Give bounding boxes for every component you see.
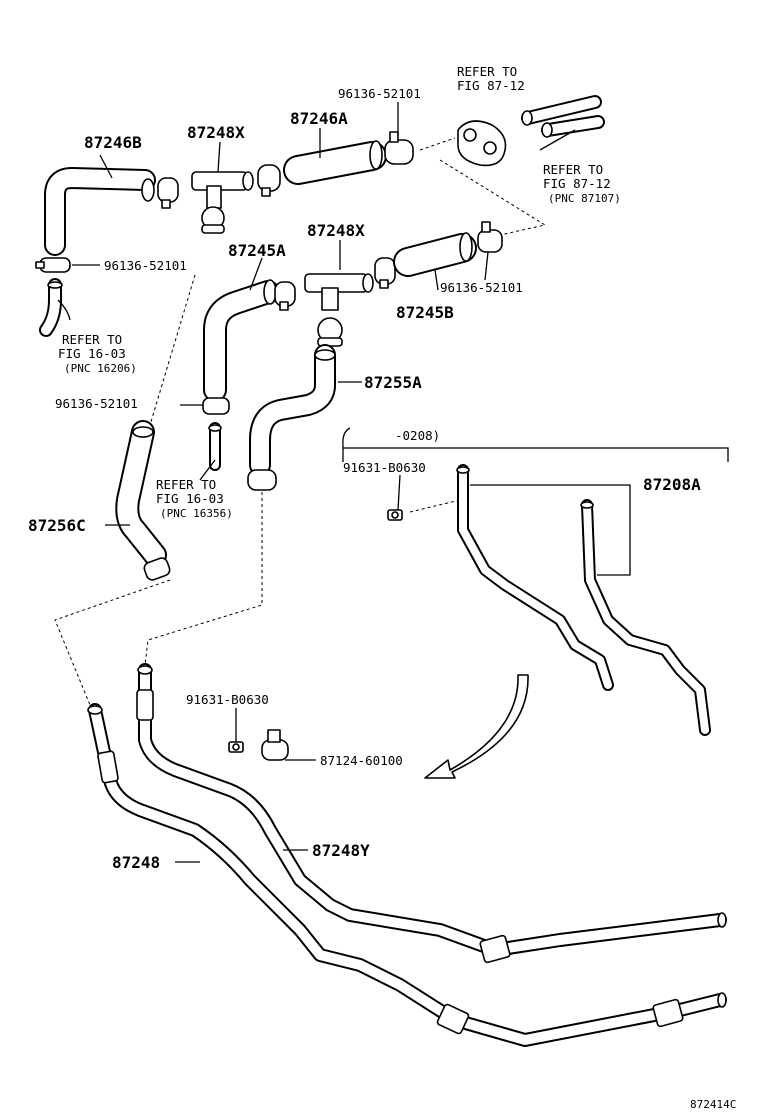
pipe-stubs-right <box>521 95 605 138</box>
label-96136-left: 96136-52101 <box>104 258 187 273</box>
clamp-icon <box>477 221 503 253</box>
label-87245A: 87245A <box>228 241 286 260</box>
range-note: -0208) <box>395 428 440 443</box>
grommet-icon <box>457 120 507 167</box>
clamp-icon <box>201 206 225 234</box>
hose-87246A <box>283 140 387 185</box>
label-96136-top: 96136-52101 <box>338 86 421 101</box>
pipe-87248Y <box>136 663 727 964</box>
label-87245B: 87245B <box>396 303 454 322</box>
leader-lines <box>57 102 631 863</box>
label-96136-lower: 96136-52101 <box>55 396 138 411</box>
refer-mid-line1: REFER TO <box>156 477 216 492</box>
refer-top-line1: REFER TO <box>457 64 517 79</box>
label-87248Y: 87248Y <box>312 841 370 860</box>
label-87246A: 87246A <box>290 109 348 128</box>
hose-87245B <box>393 232 477 277</box>
clamp-icon <box>157 177 179 209</box>
clamp-icon <box>374 257 396 289</box>
pipe-stub-left <box>39 278 63 337</box>
refer-right-line2: FIG 87-12 <box>543 176 611 191</box>
refer-left-line3: (PNC 16206) <box>64 362 137 375</box>
label-87208A: 87208A <box>643 475 701 494</box>
label-87248X-top: 87248X <box>187 123 245 142</box>
label-87248: 87248 <box>112 853 160 872</box>
label-87124: 87124-60100 <box>320 753 403 768</box>
bolt-icon <box>228 741 244 753</box>
label-96136-right: 96136-52101 <box>440 280 523 295</box>
labels: 87246B 87248X 87246A 96136-52101 REFER T… <box>28 64 736 1111</box>
range-bracket <box>342 427 729 462</box>
routing-dashed-lines <box>54 137 547 706</box>
clamp-icon <box>261 729 289 761</box>
pipe-87248 <box>87 703 727 1047</box>
t-joint-87248X-top <box>191 171 254 209</box>
bolt-icon <box>387 509 403 521</box>
refer-left-line2: FIG 16-03 <box>58 346 126 361</box>
clamp-icon <box>202 397 230 415</box>
label-87248X-mid: 87248X <box>307 221 365 240</box>
hose-87245A <box>203 279 280 402</box>
clamp-icon <box>274 281 296 311</box>
clamp-icon <box>143 557 171 581</box>
clamp-icon <box>257 164 281 197</box>
pipe-87208A <box>456 464 711 736</box>
clamp-icon <box>35 257 71 273</box>
hose-87246B <box>44 167 156 256</box>
hose-87255A <box>249 344 336 476</box>
refer-right-line1: REFER TO <box>543 162 603 177</box>
clamp-icon <box>384 131 414 165</box>
refer-left-line1: REFER TO <box>62 332 122 347</box>
label-91631-lower: 91631-B0630 <box>186 692 269 707</box>
pipe-stub-mid <box>208 422 222 471</box>
label-87256C: 87256C <box>28 516 86 535</box>
diagram-code: 872414C <box>690 1098 736 1111</box>
label-87246B: 87246B <box>84 133 142 152</box>
arrow-icon <box>424 674 529 779</box>
clamp-icon <box>317 317 343 347</box>
hose-87256C <box>115 420 167 567</box>
refer-mid-line2: FIG 16-03 <box>156 491 224 506</box>
refer-top-line2: FIG 87-12 <box>457 78 525 93</box>
refer-right-line3: (PNC 87107) <box>548 192 621 205</box>
label-87255A: 87255A <box>364 373 422 392</box>
label-91631-upper: 91631-B0630 <box>343 460 426 475</box>
clamp-icon <box>247 469 277 491</box>
refer-mid-line3: (PNC 16356) <box>160 507 233 520</box>
t-joint-87248X-mid <box>304 273 374 311</box>
